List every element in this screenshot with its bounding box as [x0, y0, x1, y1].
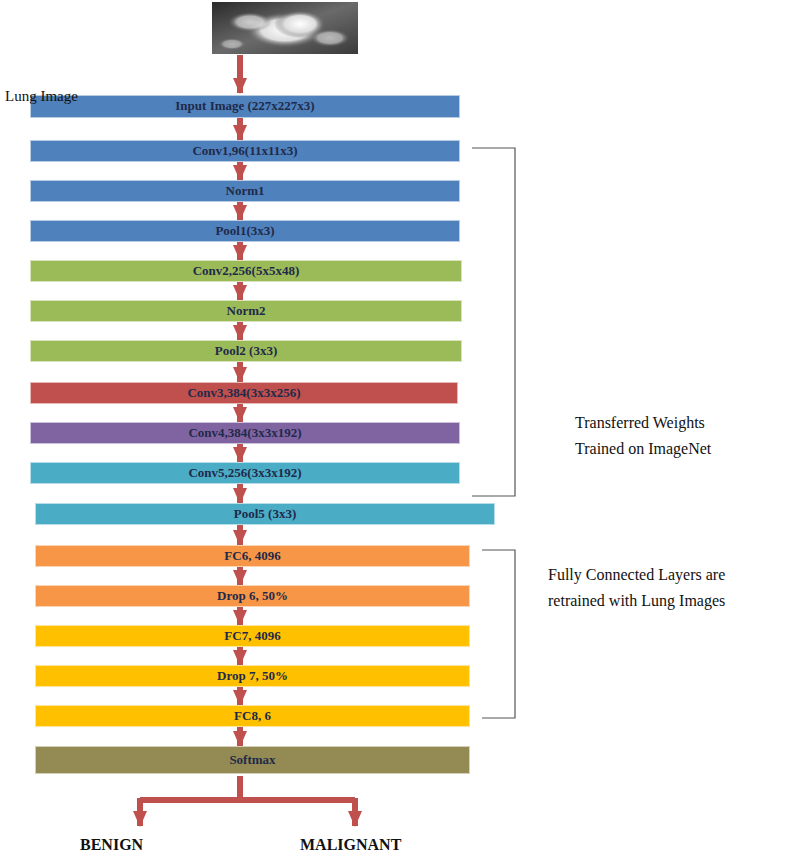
flow-arrow [237, 484, 243, 503]
softmax-layer: Softmax [35, 746, 470, 774]
norm-layer: Norm1 [30, 180, 460, 202]
layer-label: Norm1 [226, 184, 265, 199]
flow-arrow [237, 118, 243, 140]
lung-image [212, 2, 358, 54]
bracket [472, 148, 515, 496]
layer-label: Softmax [229, 753, 275, 768]
dropout-layer: Drop 7, 50% [35, 665, 470, 687]
fc-layer: FC6, 4096 [35, 545, 470, 567]
pool-layer: Pool1(3x3) [30, 220, 460, 242]
flow-arrow [237, 362, 243, 382]
conv-layer: Conv2,256(5x5x48) [30, 260, 462, 282]
flow-arrow [237, 607, 243, 625]
layer-label: Conv2,256(5x5x48) [193, 264, 300, 279]
input-arrow [237, 55, 243, 93]
pool-layer: Pool2 (3x3) [30, 340, 462, 362]
layer-label: Pool2 (3x3) [215, 344, 277, 359]
conv-layer: Conv4,384(3x3x192) [30, 422, 460, 444]
dropout-layer: Drop 6, 50% [35, 585, 470, 607]
layer-label: Drop 7, 50% [217, 669, 288, 684]
flow-arrow [237, 242, 243, 260]
flow-arrow [237, 687, 243, 705]
input-layer: Input Image (227x227x3) [30, 95, 460, 118]
conv-layer: Conv5,256(3x3x192) [30, 462, 460, 484]
conv-layer: Conv3,384(3x3x256) [30, 382, 458, 404]
layer-label: Input Image (227x227x3) [175, 99, 314, 114]
layer-label: Norm2 [227, 304, 266, 319]
layer-label: Pool5 (3x3) [234, 507, 296, 522]
side-note: Fully Connected Layers are retrained wit… [548, 562, 738, 613]
layer-label: Conv4,384(3x3x192) [188, 426, 301, 441]
layer-label: FC7, 4096 [224, 629, 280, 644]
flow-arrow [237, 282, 243, 300]
output-class: BENIGN [80, 832, 210, 854]
flow-arrow [237, 322, 243, 340]
layer-label: Pool1(3x3) [215, 224, 274, 239]
flow-arrow [237, 727, 243, 746]
layer-label: FC8, 6 [234, 709, 271, 724]
flow-arrow [237, 162, 243, 180]
norm-layer: Norm2 [30, 300, 462, 322]
flow-arrow [237, 567, 243, 585]
conv-layer: Conv1,96(11x11x3) [30, 140, 460, 162]
layer-label: Conv3,384(3x3x256) [187, 386, 300, 401]
flow-arrow [237, 525, 243, 545]
flow-arrow [237, 404, 243, 422]
bracket [482, 550, 515, 718]
image-caption: Lung Image [5, 84, 115, 108]
fc-layer: FC7, 4096 [35, 625, 470, 647]
pool-layer: Pool5 (3x3) [35, 503, 495, 525]
flow-arrow [237, 444, 243, 462]
fc-layer: FC8, 6 [35, 705, 470, 727]
output-arrows [140, 776, 355, 826]
layer-label: Conv1,96(11x11x3) [192, 144, 297, 159]
layer-label: Conv5,256(3x3x192) [188, 466, 301, 481]
layer-label: Drop 6, 50% [217, 589, 288, 604]
flow-arrow [237, 202, 243, 220]
output-class: MALIGNANT [300, 832, 470, 854]
layer-label: FC6, 4096 [224, 549, 280, 564]
flow-arrow [237, 647, 243, 665]
side-note: Transferred Weights Trained on ImageNet [575, 410, 745, 461]
